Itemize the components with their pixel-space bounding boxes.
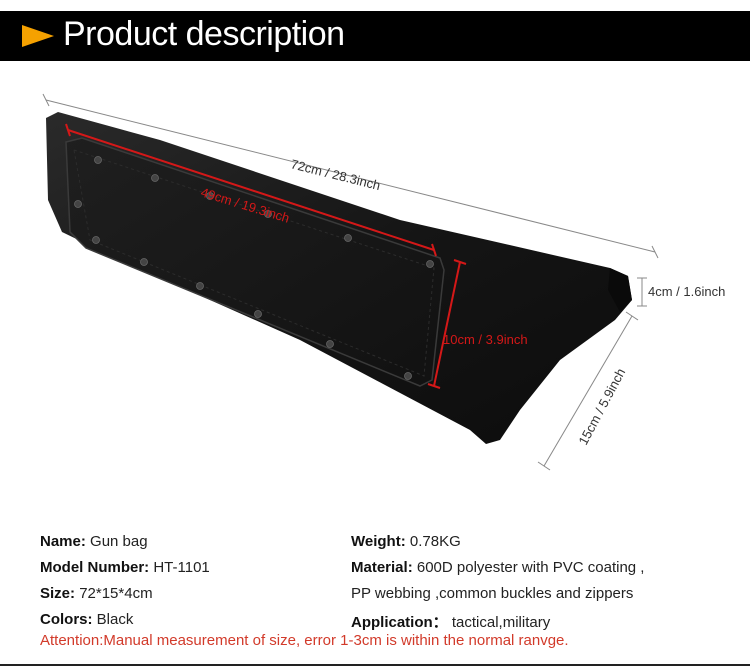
dim-height-outer — [537, 311, 639, 471]
spec-weight: Weight: 0.78KG — [351, 533, 461, 550]
triangle-arrow-icon — [22, 25, 54, 47]
spec-weight-label: Weight: — [351, 533, 406, 550]
spec-weight-value: 0.78KG — [409, 533, 461, 550]
spec-name-value: Gun bag — [90, 533, 148, 550]
spec-size: Size: 72*15*4cm — [40, 585, 153, 602]
gun-bag-end — [608, 268, 632, 312]
spec-application-value: tactical,military — [451, 614, 551, 631]
dim-thickness — [637, 277, 647, 307]
spec-size-label: Size: — [40, 585, 76, 602]
dim-height-inner — [427, 259, 467, 389]
bottom-divider — [0, 664, 750, 666]
spec-model-value: HT-1101 — [153, 559, 210, 576]
spec-material-value-2: PP webbing ,common buckles and zippers — [351, 585, 634, 602]
attention-note: Attention:Manual measurement of size, er… — [40, 632, 569, 649]
gun-bag-panel — [65, 137, 445, 387]
dim-length-outer — [42, 93, 659, 259]
spec-material: Material: 600D polyester with PVC coatin… — [351, 559, 644, 576]
dim-height-inner-label: 10cm / 3.9inch — [443, 332, 528, 347]
spec-material-label: Material: — [351, 559, 413, 576]
spec-name-label: Name: — [40, 533, 86, 550]
page-title: Product description — [63, 15, 345, 53]
spec-size-value: 72*15*4cm — [79, 585, 153, 602]
spec-application: Application： tactical,military — [351, 611, 550, 632]
dim-thickness-label: 4cm / 1.6inch — [648, 284, 725, 299]
spec-model-label: Model Number: — [40, 559, 150, 576]
spec-material-cont: PP webbing ,common buckles and zippers — [351, 585, 633, 602]
dim-length-outer-label: 72cm / 28.3inch — [289, 156, 382, 193]
spec-colors-label: Colors: — [40, 611, 93, 628]
spec-application-label: Application： — [351, 614, 448, 631]
dim-length-inner — [65, 123, 437, 257]
product-diagram: 72cm / 28.3inch 49cm / 19.3inch 10cm / 3… — [42, 93, 725, 471]
spec-name: Name: Gun bag — [40, 533, 148, 550]
dim-height-outer-label: 15cm / 5.9inch — [575, 366, 628, 448]
spec-colors-value: Black — [96, 611, 134, 628]
header-bar: Product description — [0, 11, 750, 61]
spec-material-value-1: 600D polyester with PVC coating , — [416, 559, 645, 576]
spec-model: Model Number: HT-1101 — [40, 559, 210, 576]
spec-colors: Colors: Black — [40, 611, 133, 628]
snap-buttons — [74, 156, 434, 380]
